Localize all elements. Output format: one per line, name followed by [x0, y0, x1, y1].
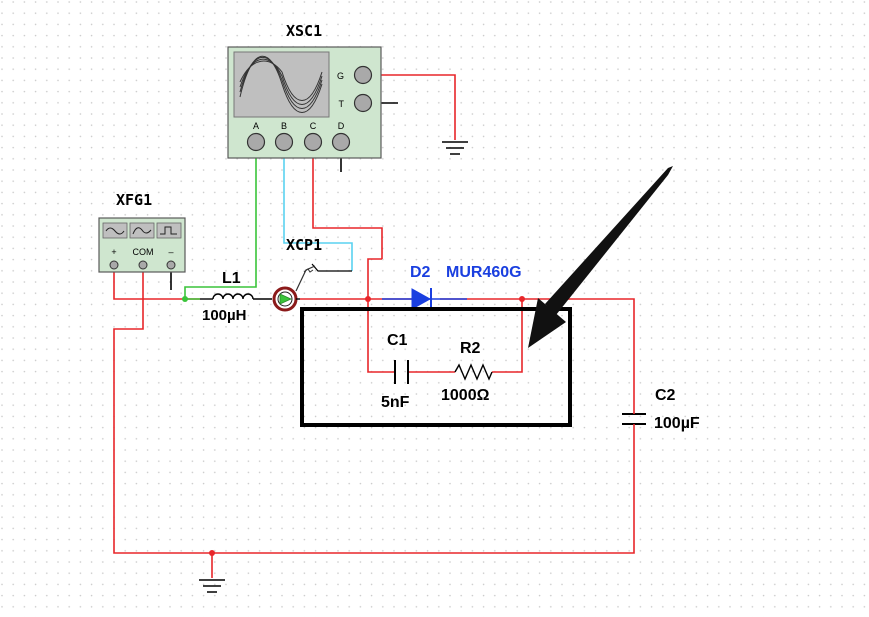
generator-minus-label: –	[168, 247, 173, 257]
scope-channel-d-label: D	[338, 121, 345, 131]
junction-dot	[519, 296, 525, 302]
resistor-ref: R2	[460, 340, 481, 357]
junction-dot	[365, 296, 371, 302]
scope-channel-c-terminal[interactable]	[303, 132, 323, 152]
wire-snubber-right[interactable]	[492, 299, 523, 373]
resistor-zigzag-icon	[454, 363, 493, 381]
ground-scope-icon	[442, 141, 468, 155]
wire-scope-a[interactable]	[184, 148, 257, 300]
snubber-highlight-box	[300, 307, 572, 427]
sine-wave-icon	[105, 227, 125, 235]
inductor-ref: L1	[222, 270, 241, 287]
diode-model: MUR460G	[446, 264, 522, 281]
scope-channel-b-terminal[interactable]	[274, 132, 294, 152]
waveform-icon	[239, 55, 323, 113]
capacitor-c1[interactable]	[394, 360, 409, 384]
function-generator-xfg1[interactable]: + COM –	[98, 217, 186, 273]
square-wave-button[interactable]	[156, 222, 182, 239]
scope-channel-a-terminal[interactable]	[246, 132, 266, 152]
resistor-value: 1000Ω	[441, 387, 490, 404]
scope-channel-c-label: C	[310, 121, 317, 131]
generator-plus-terminal[interactable]	[109, 260, 119, 270]
scope-trigger-label: T	[339, 99, 345, 109]
capacitor-c1-value: 5nF	[381, 394, 410, 411]
arrow-shaft-icon	[545, 166, 673, 315]
oscilloscope-screen	[233, 51, 330, 118]
generator-com-terminal[interactable]	[138, 260, 148, 270]
scope-trigger-terminal[interactable]	[353, 93, 373, 113]
capacitor-c2[interactable]	[622, 410, 646, 428]
triangle-wave-icon	[132, 227, 152, 235]
scope-ground-terminal[interactable]	[353, 65, 373, 85]
wires	[113, 74, 635, 578]
inductor-value: 100µH	[202, 307, 247, 324]
annotation-arrow	[528, 166, 673, 348]
wire-gen-plus[interactable]	[113, 265, 200, 300]
oscilloscope-xsc1[interactable]: G T A B C D	[227, 46, 382, 159]
generator-minus-terminal[interactable]	[166, 260, 176, 270]
junction-dot	[182, 296, 188, 302]
generator-com-label: COM	[133, 247, 154, 257]
ground-main-icon	[199, 579, 225, 593]
wire-scope-c-node[interactable]	[367, 258, 382, 299]
inductor-coil-icon	[212, 293, 254, 300]
capacitor-c1-ref: C1	[387, 332, 408, 349]
diode-d2[interactable]	[382, 288, 467, 310]
capacitor-c2-ref: C2	[655, 387, 676, 404]
current-probe-xcp1[interactable]	[272, 265, 316, 312]
arrow-head-icon	[528, 298, 566, 348]
inductor-l1[interactable]	[200, 293, 272, 300]
wire-scope-b[interactable]	[283, 148, 353, 271]
scope-channel-a-label: A	[253, 121, 259, 131]
probe-arrow-icon	[279, 293, 292, 305]
capacitor-c2-value: 100µF	[654, 415, 700, 432]
wire-scope-c[interactable]	[312, 148, 383, 259]
wire-snubber-left[interactable]	[367, 299, 395, 373]
junction-dot	[209, 550, 215, 556]
scope-channel-b-label: B	[281, 121, 287, 131]
wire-return-ground[interactable]	[113, 265, 635, 554]
junctions	[182, 296, 525, 556]
scope-ground-label: G	[337, 71, 344, 81]
wire-scope-ground[interactable]	[372, 74, 456, 140]
resistor-r2[interactable]	[454, 363, 493, 381]
wire-diode-to-c2[interactable]	[440, 298, 635, 410]
scope-channel-d-terminal[interactable]	[331, 132, 351, 152]
oscilloscope-name: XSC1	[286, 22, 322, 40]
probe-name: XCP1	[286, 236, 322, 254]
square-wave-icon	[160, 226, 177, 235]
diode-ref: D2	[410, 264, 431, 281]
generator-plus-label: +	[111, 247, 116, 257]
generator-name: XFG1	[116, 191, 152, 209]
